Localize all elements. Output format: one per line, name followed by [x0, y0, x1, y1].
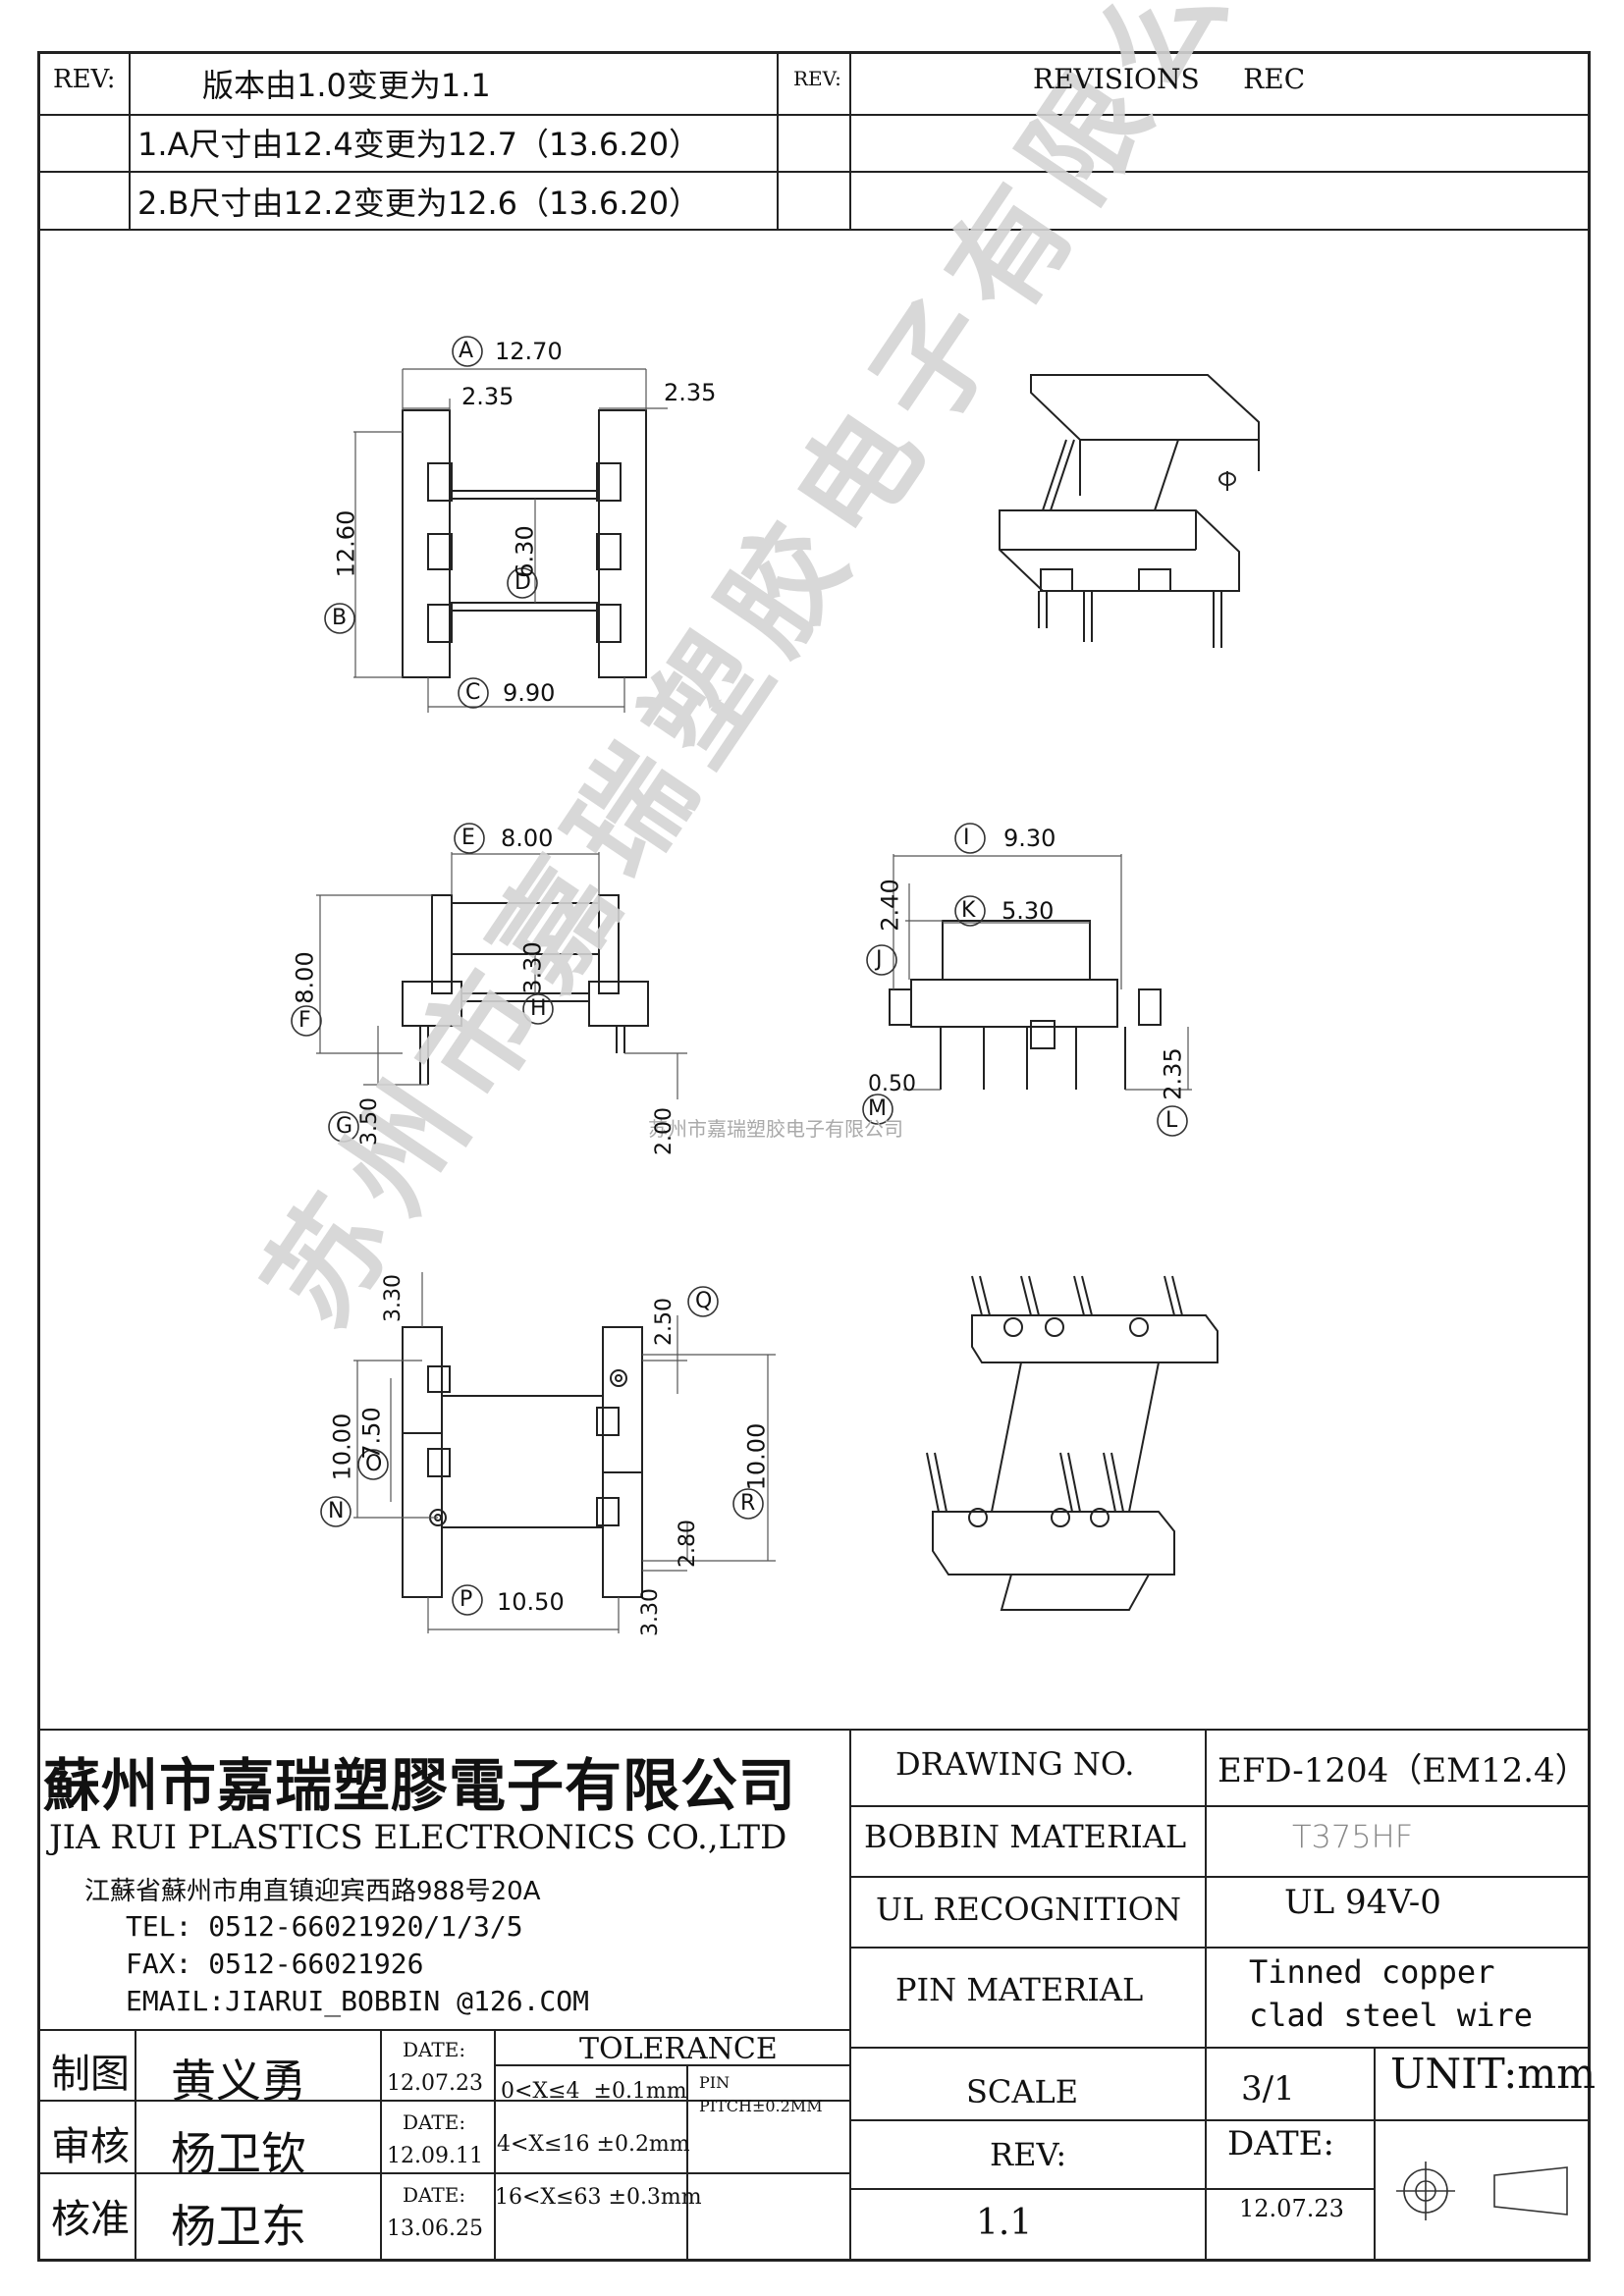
signoff-name-checked: 杨卫钦 — [171, 2127, 306, 2180]
ul-recognition-value: UL 94V-0 — [1284, 1883, 1441, 1922]
tolerance-line-3: 16<X≤63 ±0.3mm — [495, 2185, 702, 2210]
drawing-no-label: DRAWING NO. — [895, 1745, 1135, 1783]
dim-letter-c: C — [465, 680, 481, 705]
tolerance-line-1: 0<X≤4 ±0.1mm — [501, 2079, 687, 2104]
date-value-bottom: 12.07.23 — [1239, 2195, 1344, 2222]
signoff-role-drawn: 制图 — [51, 2052, 130, 2097]
tolerance-line-2: 4<X≤16 ±0.2mm — [497, 2132, 690, 2157]
dim-letter-m: M — [868, 1096, 887, 1121]
dim-value-n: 10.00 — [328, 1413, 356, 1481]
company-name-en: JIA RUI PLASTICS ELECTRONICS CO.,LTD — [49, 1818, 787, 1857]
signoff-date-label-approved: DATE: — [403, 2183, 466, 2207]
revisions-header: REVISIONS REC — [1033, 63, 1306, 95]
dim-value-j: 2.40 — [876, 879, 904, 932]
dim-letter-b: B — [332, 606, 348, 630]
dim-value-a: 12.70 — [495, 338, 563, 365]
dim-value-i: 9.30 — [1003, 825, 1056, 852]
signoff-name-approved: 杨卫东 — [171, 2200, 306, 2253]
company-address: 江蘇省蘇州市甪直镇迎宾西路988号20A — [84, 1877, 541, 1906]
signoff-date-drawn: 12.07.23 — [387, 2071, 483, 2096]
dim-bottom-3-30-bottom: 3.30 — [637, 1588, 663, 1636]
dim-letter-j: J — [876, 947, 883, 972]
signoff-role-checked: 审核 — [51, 2124, 130, 2169]
scale-value: 3/1 — [1241, 2069, 1295, 2109]
pin-material-line-1: Tinned copper — [1249, 1953, 1495, 1991]
dim-value-e: 8.00 — [501, 825, 554, 852]
dim-pin-length: 2.00 — [651, 1107, 677, 1155]
dim-letter-a: A — [459, 339, 474, 363]
dim-letter-k: K — [961, 898, 976, 923]
dim-value-f: 8.00 — [291, 951, 319, 1004]
dim-value-q: 2.50 — [651, 1298, 677, 1346]
unit-label: UNIT:mm — [1390, 2050, 1597, 2098]
dim-letter-r: R — [740, 1491, 756, 1516]
signoff-name-drawn: 黄义勇 — [171, 2055, 306, 2108]
isometric-view-top — [999, 374, 1260, 648]
projection-symbol — [1396, 2162, 1568, 2220]
signoff-date-checked: 12.09.11 — [387, 2144, 483, 2168]
dim-letter-h: H — [530, 996, 547, 1021]
isometric-view-bottom — [926, 1275, 1218, 1611]
signoff-date-label-checked: DATE: — [403, 2110, 466, 2134]
rev-label-2: REV: — [793, 67, 841, 90]
dim-value-h: 3.30 — [518, 941, 547, 994]
dim-bottom-3-30-top: 3.30 — [380, 1274, 406, 1322]
dim-letter-q: Q — [695, 1289, 713, 1313]
dim-value-r: 10.00 — [742, 1422, 771, 1491]
rev-row-2: 1.A尺寸由12.4变更为12.7（13.6.20） — [137, 126, 701, 163]
dim-2-35-right: 2.35 — [664, 379, 717, 406]
dim-value-c: 9.90 — [503, 679, 556, 707]
company-fax: FAX: 0512-66021926 — [126, 1948, 424, 1980]
rev-row-1: 版本由1.0变更为1.1 — [202, 67, 491, 104]
bobbin-material-value: T375HF — [1292, 1818, 1414, 1855]
tolerance-pin-pitch: PITCH±0.2MM — [699, 2097, 823, 2115]
company-tel: TEL: 0512-66021920/1/3/5 — [126, 1910, 523, 1943]
dim-letter-f: F — [298, 1008, 311, 1033]
dim-letter-l: L — [1165, 1108, 1178, 1133]
rev-row-3: 2.B尺寸由12.2变更为12.6（13.6.20） — [137, 185, 701, 222]
company-name-cn: 蘇州市嘉瑞塑膠電子有限公司 — [43, 1752, 797, 1819]
rev-value: 1.1 — [976, 2203, 1033, 2243]
signoff-date-label-drawn: DATE: — [403, 2038, 466, 2061]
dim-letter-i: I — [963, 826, 970, 850]
dim-bottom-2-80: 2.80 — [675, 1520, 700, 1568]
dim-value-p: 10.50 — [497, 1588, 565, 1616]
dim-value-m: 0.50 — [868, 1072, 916, 1096]
company-email: EMAIL:JIARUI_BOBBIN @126.COM — [126, 1985, 590, 2017]
pin-material-label: PIN MATERIAL — [895, 1971, 1144, 2008]
watermark-center: 苏州市嘉瑞塑胶电子有限公司 — [648, 1117, 903, 1141]
dim-letter-d: D — [514, 570, 531, 595]
rev-label: REV: — [53, 65, 116, 94]
signoff-role-approved: 核准 — [51, 2197, 130, 2242]
dim-letter-o: O — [365, 1452, 383, 1476]
dim-letter-p: P — [460, 1587, 473, 1612]
dim-value-k: 5.30 — [1001, 897, 1055, 925]
side-view — [889, 920, 1162, 1090]
drawing-no-value: EFD-1204（EM12.4） — [1218, 1751, 1589, 1790]
dim-value-g: 3.50 — [356, 1097, 382, 1146]
scale-label: SCALE — [966, 2073, 1079, 2110]
top-view — [402, 409, 647, 678]
bobbin-material-label: BOBBIN MATERIAL — [864, 1818, 1187, 1855]
dim-letter-n: N — [328, 1499, 345, 1523]
bottom-view — [402, 1326, 643, 1598]
rev-label-bottom: REV: — [990, 2136, 1067, 2173]
dim-letter-e: E — [461, 826, 475, 850]
signoff-date-approved: 13.06.25 — [387, 2216, 483, 2241]
ul-recognition-label: UL RECOGNITION — [876, 1891, 1181, 1928]
dim-value-l: 2.35 — [1159, 1047, 1187, 1100]
date-label-bottom: DATE: — [1227, 2124, 1334, 2163]
dim-value-b: 12.60 — [332, 509, 360, 578]
drawing-frame — [37, 51, 1591, 2262]
tolerance-header: TOLERANCE — [579, 2032, 778, 2066]
dim-letter-g: G — [336, 1114, 353, 1139]
dim-2-35-left: 2.35 — [461, 383, 514, 410]
pin-material-line-2: clad steel wire — [1249, 1997, 1533, 2034]
tolerance-pin-label: PIN — [699, 2073, 731, 2092]
